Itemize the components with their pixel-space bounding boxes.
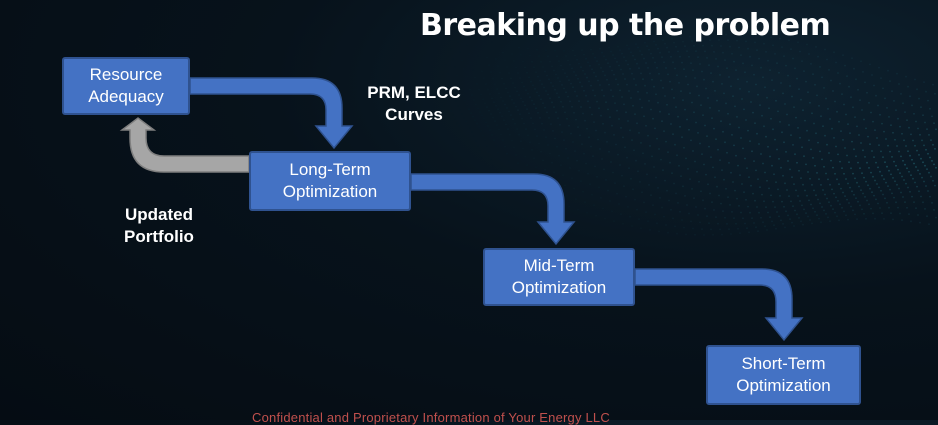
node-long-term-optimization: Long-Term Optimization	[249, 151, 411, 211]
node-label-line2: Adequacy	[88, 87, 164, 106]
node-label-line2: Optimization	[282, 182, 378, 201]
arrow-ra-to-lt	[189, 77, 354, 150]
arrow-updated-portfolio	[119, 117, 250, 173]
confidentiality-footer: Confidential and Proprietary Information…	[252, 410, 610, 425]
edge-label-updated-portfolio: Updated Portfolio	[110, 204, 208, 248]
node-label-line1: Mid-Term	[523, 256, 595, 275]
node-short-term-optimization: Short-Term Optimization	[706, 345, 861, 405]
arrow-lt-to-mt	[410, 173, 576, 246]
slide-title: Breaking up the problem	[420, 8, 831, 43]
node-label-line1: Short-Term	[741, 354, 826, 373]
edge-label-prm-elcc: PRM, ELCC Curves	[355, 82, 473, 126]
node-label-line1: Long-Term	[289, 160, 371, 179]
node-resource-adequacy: Resource Adequacy	[62, 57, 190, 115]
node-mid-term-optimization: Mid-Term Optimization	[483, 248, 635, 306]
edge-label-line2: Portfolio	[124, 227, 194, 246]
edge-label-line1: Updated	[125, 205, 193, 224]
edge-label-line1: PRM, ELCC	[367, 83, 461, 102]
node-label-line1: Resource	[89, 65, 163, 84]
node-label-line2: Optimization	[736, 376, 831, 395]
arrow-mt-to-st	[634, 268, 804, 342]
node-label-line2: Optimization	[511, 278, 607, 297]
edge-label-line2: Curves	[385, 105, 443, 124]
